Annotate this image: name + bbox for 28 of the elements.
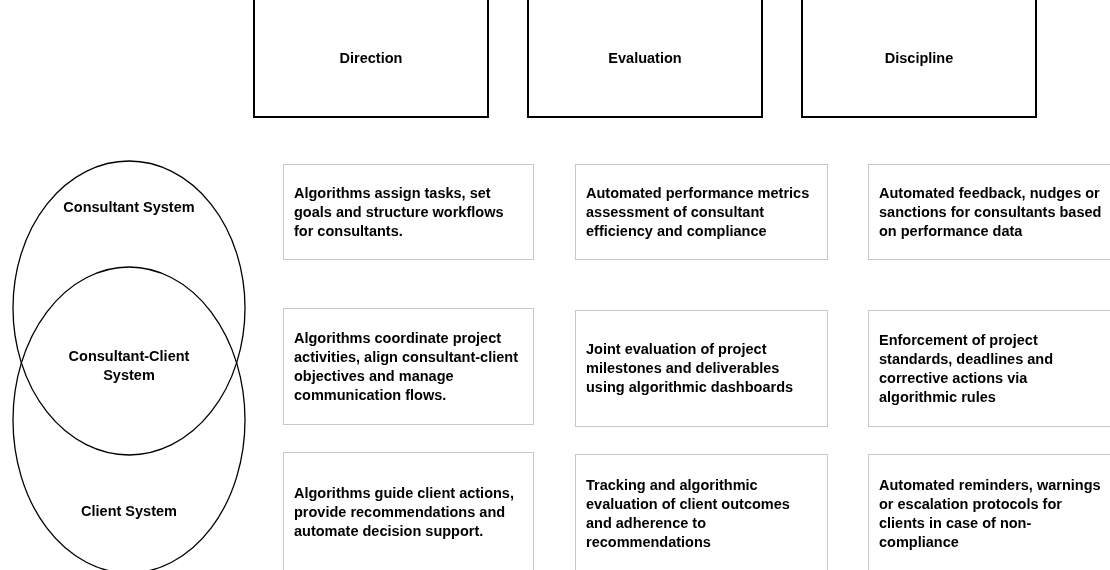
description-cell bbox=[283, 308, 534, 425]
description-cell bbox=[283, 452, 534, 570]
cell-text: Automated feedback, nudges or sanctions for consultants based on performance data bbox=[879, 183, 1103, 241]
column-header: Evaluation bbox=[608, 48, 682, 68]
set-ellipse bbox=[12, 160, 246, 456]
set-label: Client System bbox=[80, 502, 178, 521]
description-cell bbox=[868, 164, 1110, 260]
column-header: Discipline bbox=[884, 48, 954, 68]
description-cell bbox=[868, 454, 1110, 570]
description-cell bbox=[868, 310, 1110, 427]
cell-text: Joint evaluation of project milestones and deliverables using algorithmic dashboards bbox=[586, 340, 795, 397]
cell-text: Automated reminders, warnings or escalation protocols for clients in case of non-compliance bbox=[879, 476, 1102, 552]
set-label: Consultant System bbox=[62, 198, 196, 217]
description-cell bbox=[575, 310, 828, 427]
cell-text: Algorithms assign tasks, set goals and structure workflows for consultants. bbox=[294, 183, 505, 241]
cell-text: Tracking and algorithmic evaluation of client outcomes and adherence to recommendations bbox=[586, 476, 791, 552]
column-header: Direction bbox=[339, 48, 403, 68]
column-header-box bbox=[801, 0, 1037, 118]
cell-text: Automated performance metrics assessment of consultant efficiency and compliance bbox=[586, 183, 811, 241]
cell-text: Enforcement of project standards, deadlines and corrective actions via algorithmic rules bbox=[879, 330, 1055, 407]
cell-text: Algorithms coordinate project activities, align consultant-client objectives and manage communication flows. bbox=[294, 328, 519, 405]
description-cell bbox=[575, 454, 828, 570]
cell-text: Algorithms guide client actions, provide recommendations and automate decision support. bbox=[294, 483, 515, 541]
description-cell bbox=[575, 164, 828, 260]
description-cell bbox=[283, 164, 534, 260]
column-header-box bbox=[253, 0, 489, 118]
overlap-label: Consultant-Client System bbox=[67, 347, 191, 385]
column-header-box bbox=[527, 0, 763, 118]
